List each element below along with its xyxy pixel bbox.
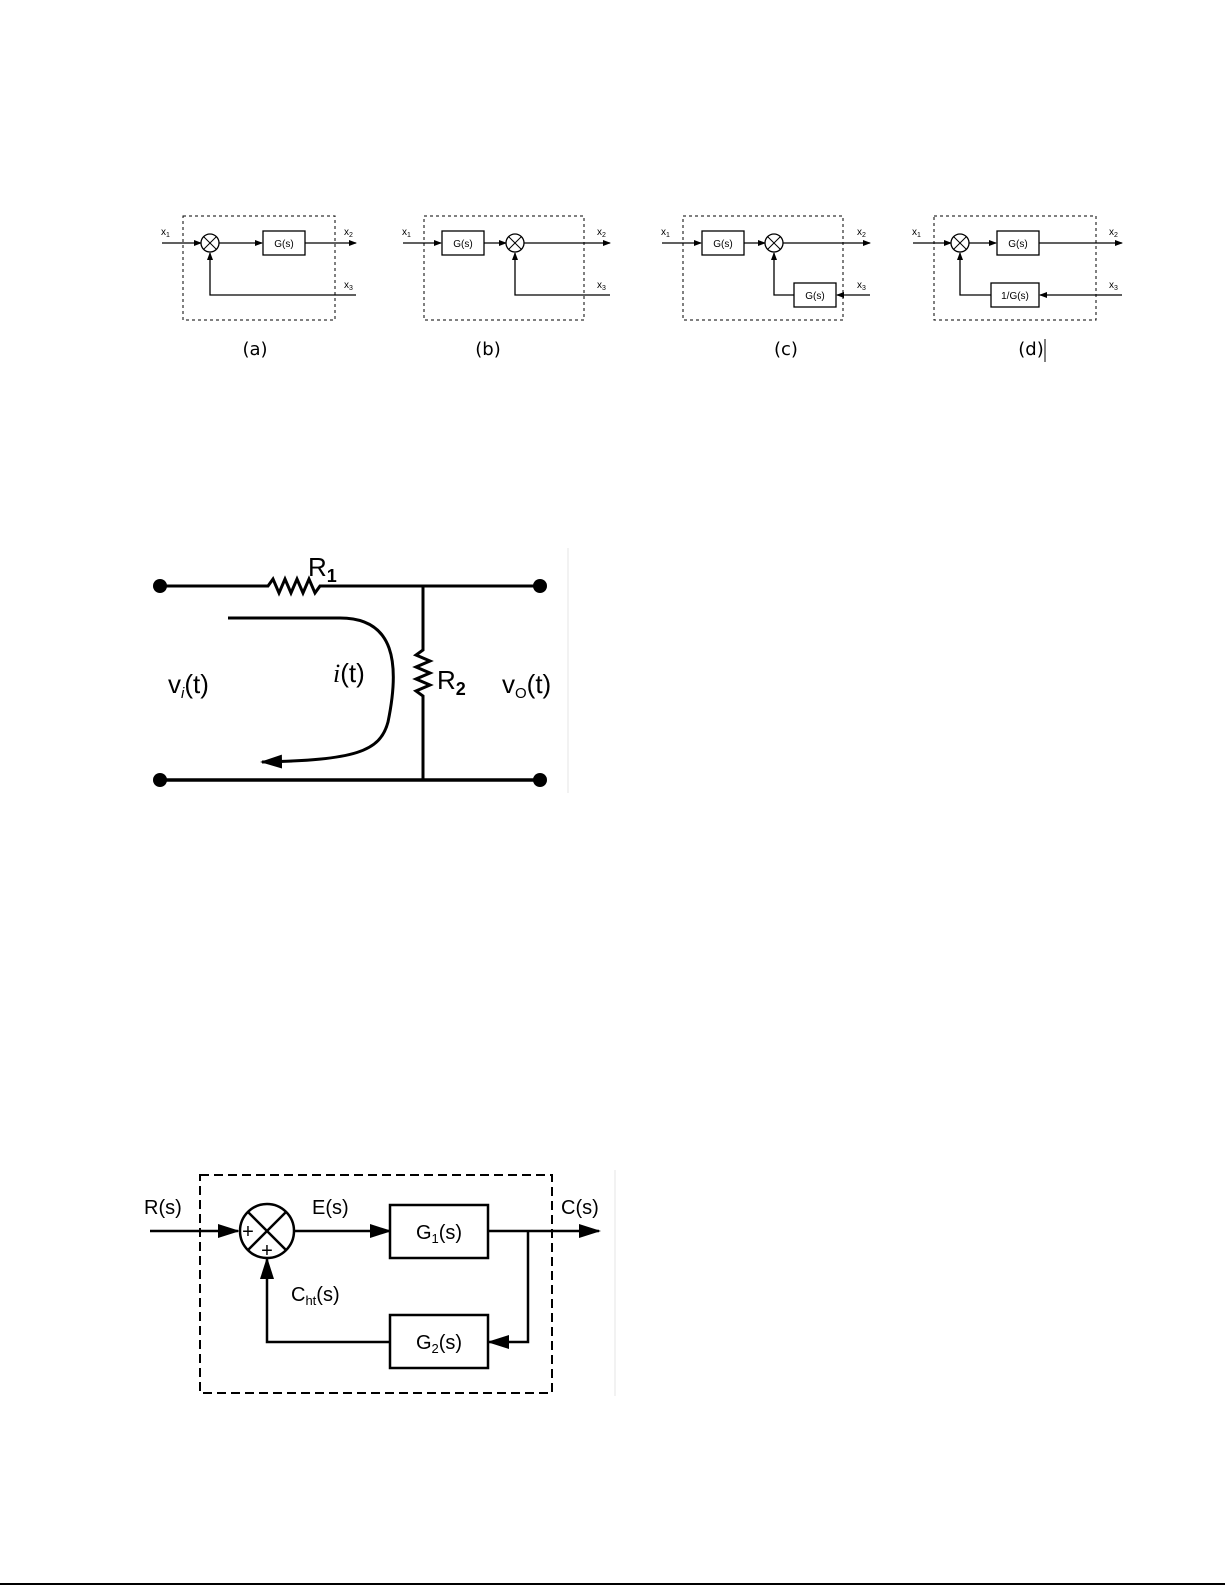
block-diagram-b: G(s) x1 x2 x3 (b) <box>402 216 610 360</box>
caption-d: (d) <box>1018 339 1043 360</box>
g-block-label: G(s) <box>453 239 472 250</box>
feedback-g-block-label: G(s) <box>805 291 824 302</box>
dashed-boundary <box>183 216 335 320</box>
block-diagram-d: G(s) 1/G(s) x1 x2 x3 (d) <box>912 216 1122 362</box>
g-block-label: G(s) <box>1008 239 1027 250</box>
feedback-block-diagram: + + G1(s) G2(s) R(s) E(s) C(s) Cht(s) <box>144 1170 615 1396</box>
feedback-input-label: x3 <box>597 280 606 292</box>
top-wire <box>160 579 540 593</box>
feedback-input-label: x3 <box>1109 280 1118 292</box>
feedback-line <box>774 253 794 295</box>
feedback-signal-label: Cht(s) <box>291 1284 340 1308</box>
input-label: x1 <box>402 227 411 239</box>
feedback-input-label: x3 <box>857 280 866 292</box>
error-label: E(s) <box>312 1197 349 1219</box>
block-diagram-c: G(s) G(s) x1 x2 x3 (c) <box>661 216 870 360</box>
feedback-input-label: x3 <box>344 280 353 292</box>
r1-label: R1 <box>308 552 337 586</box>
g-block-label: G(s) <box>274 239 293 250</box>
caption-a: (a) <box>242 339 267 360</box>
output-terminal-bottom <box>533 773 547 787</box>
feedback-line <box>960 253 991 295</box>
input-voltage-label: vi(t) <box>168 669 209 702</box>
output-terminal-top <box>533 579 547 593</box>
feedback-line <box>515 253 610 295</box>
output-label: x2 <box>597 227 606 239</box>
input-label: x1 <box>912 227 921 239</box>
input-label: x1 <box>161 227 170 239</box>
r2-branch <box>416 586 430 780</box>
inverse-g-block-label: 1/G(s) <box>1001 291 1029 302</box>
current-loop-arrow <box>228 618 393 762</box>
g-block-label: G(s) <box>713 239 732 250</box>
pickoff-line <box>489 1231 528 1342</box>
input-terminal-bottom <box>153 773 167 787</box>
output-label: x2 <box>1109 227 1118 239</box>
output-voltage-label: vO(t) <box>502 669 551 702</box>
g2-label: G2(s) <box>416 1332 462 1356</box>
caption-c: (c) <box>774 339 798 360</box>
caption-b: (b) <box>475 339 500 360</box>
r2-label: R2 <box>437 665 466 699</box>
output-label: x2 <box>344 227 353 239</box>
input-label: R(s) <box>144 1197 182 1219</box>
current-label: i(t) <box>333 658 365 688</box>
output-label: C(s) <box>561 1197 599 1219</box>
output-label: x2 <box>857 227 866 239</box>
plus-sign-left: + <box>242 1221 254 1243</box>
input-terminal-top <box>153 579 167 593</box>
g1-label: G1(s) <box>416 1222 462 1246</box>
block-diagram-a: G(s) x1 x2 x3 (a) <box>161 216 356 360</box>
plus-sign-bottom: + <box>261 1240 273 1262</box>
feedback-line <box>210 253 356 295</box>
resistor-divider-circuit: R1 R2 vi(t) i(t) vO(t) <box>153 548 568 793</box>
input-label: x1 <box>661 227 670 239</box>
